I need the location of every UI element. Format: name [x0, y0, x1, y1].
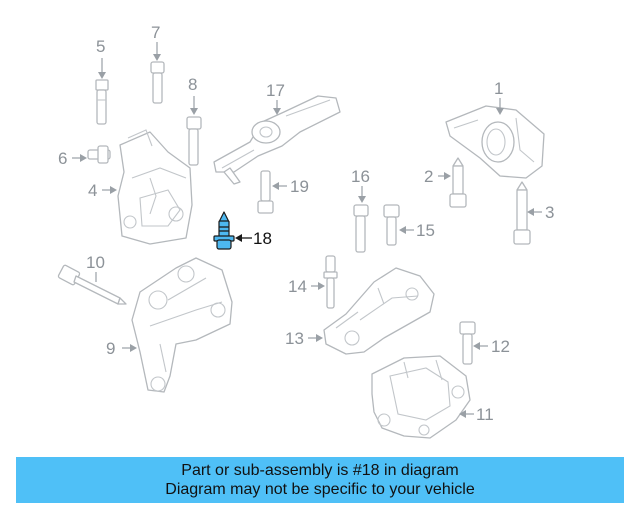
part-19-bolt[interactable]: [257, 170, 274, 214]
part-16-bolt[interactable]: [353, 204, 369, 253]
callout-19: 19: [290, 177, 309, 196]
part-6-bolt[interactable]: [87, 145, 111, 164]
callout-12-leader: [473, 342, 488, 350]
callout-6-leader: [72, 154, 87, 162]
part-18-bolt-highlighted[interactable]: [213, 211, 235, 250]
callout-17-leader: [273, 100, 281, 115]
part-5-bolt[interactable]: [95, 79, 109, 125]
callout-18-leader: [235, 234, 252, 242]
callout-9-leader: [122, 344, 137, 352]
callout-12: 12: [491, 337, 510, 356]
callout-10: 10: [86, 253, 105, 272]
part-9-bracket[interactable]: [131, 257, 233, 393]
part-13-mount-bracket[interactable]: [323, 267, 435, 355]
callout-6: 6: [58, 149, 67, 168]
callout-15-leader: [399, 226, 414, 234]
callout-7-leader: [153, 42, 161, 61]
part-8-bolt[interactable]: [186, 116, 202, 166]
callout-13-leader: [308, 334, 323, 342]
callout-16: 16: [351, 167, 370, 186]
callout-14-leader: [311, 282, 325, 290]
callout-9: 9: [106, 339, 115, 358]
parts-diagram: 5 7 8 6 4: [57, 23, 554, 439]
callout-3: 3: [545, 203, 554, 222]
callout-4: 4: [88, 181, 97, 200]
callout-8-leader: [190, 96, 198, 115]
callout-19-leader: [272, 182, 287, 190]
callout-1: 1: [494, 79, 503, 98]
callout-14: 14: [288, 277, 307, 296]
part-3-bolt[interactable]: [513, 181, 531, 245]
callout-8: 8: [188, 75, 197, 94]
callout-15: 15: [416, 221, 435, 240]
part-7-bolt[interactable]: [150, 61, 165, 104]
callout-7: 7: [151, 23, 160, 42]
part-11-transmission-mount[interactable]: [371, 355, 471, 439]
callout-3-leader: [527, 208, 542, 216]
banner-line-2: Diagram may not be specific to your vehi…: [165, 481, 475, 498]
callout-16-leader: [358, 186, 366, 203]
part-12-bolt[interactable]: [459, 321, 476, 365]
callout-11: 11: [476, 405, 494, 424]
callout-13: 13: [285, 329, 304, 348]
part-17-torque-rod[interactable]: [213, 95, 341, 185]
callout-1-leader: [496, 98, 504, 115]
callout-17: 17: [266, 81, 285, 100]
callout-2: 2: [424, 167, 433, 186]
callout-18: 18: [253, 229, 272, 248]
part-4-engine-mount[interactable]: [117, 129, 193, 245]
callout-4-leader: [102, 186, 117, 194]
callout-5-leader: [98, 58, 106, 79]
part-14-stud[interactable]: [323, 255, 338, 309]
callout-5: 5: [96, 37, 105, 56]
info-banner: Part or sub-assembly is #18 in diagram D…: [16, 457, 624, 503]
part-2-bolt[interactable]: [449, 157, 467, 208]
part-10-bolt[interactable]: [57, 264, 127, 305]
banner-line-1: Part or sub-assembly is #18 in diagram: [181, 462, 459, 479]
callout-11-leader: [459, 410, 474, 418]
part-15-bolt[interactable]: [383, 204, 400, 246]
callout-2-leader: [438, 172, 451, 180]
